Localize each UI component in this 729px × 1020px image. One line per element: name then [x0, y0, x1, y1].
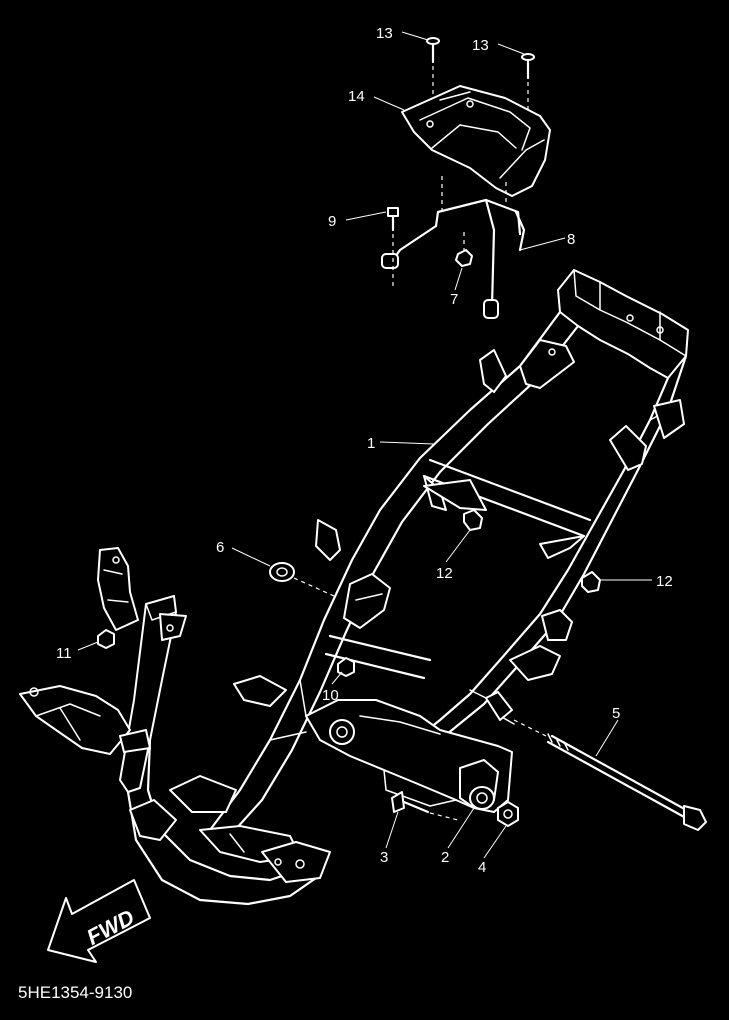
- callout-6: 6: [216, 539, 224, 556]
- part-7-nut: [455, 232, 473, 267]
- part-12-nut-right: [581, 571, 601, 593]
- callout-3: 3: [380, 849, 388, 866]
- callout-14: 14: [348, 88, 365, 105]
- part-5-long-bolt: [513, 719, 707, 831]
- part-11-nut: [97, 629, 115, 649]
- part-4-nut: [497, 801, 519, 827]
- callout-11: 11: [56, 645, 72, 662]
- part-14-cover: [401, 85, 551, 197]
- leader-lines: [77, 31, 652, 859]
- part-13-screw-right: [521, 53, 535, 110]
- part-8-stay: [381, 176, 526, 319]
- part-12-nut-left: [463, 509, 483, 531]
- callout-12-left: 12: [436, 565, 453, 582]
- part-1-main-frame: [19, 269, 689, 906]
- forward-direction-arrow: FWD: [47, 879, 151, 963]
- diagram-code: 5HE1354-9130: [18, 983, 132, 1002]
- part-9-bolt: [387, 207, 399, 290]
- callout-12-right: 12: [656, 573, 673, 590]
- part-10-nut: [337, 657, 355, 677]
- callouts: 13 13 14 9 8 7 1 6 12 12 11 10 5 3 2 4: [56, 25, 673, 876]
- callout-7: 7: [450, 291, 458, 308]
- part-13-screw-left: [426, 37, 440, 110]
- callout-1: 1: [367, 435, 375, 452]
- part-3-bolt: [391, 791, 459, 821]
- callout-4: 4: [478, 859, 486, 876]
- part-6-nut: [269, 562, 335, 597]
- callout-2: 2: [441, 849, 449, 866]
- callout-13-right: 13: [472, 37, 489, 54]
- callout-10: 10: [322, 687, 339, 704]
- callout-9: 9: [328, 213, 336, 230]
- callout-13-left: 13: [376, 25, 393, 42]
- callout-8: 8: [567, 231, 575, 248]
- part-2-bushing: [469, 786, 495, 810]
- callout-5: 5: [612, 705, 620, 722]
